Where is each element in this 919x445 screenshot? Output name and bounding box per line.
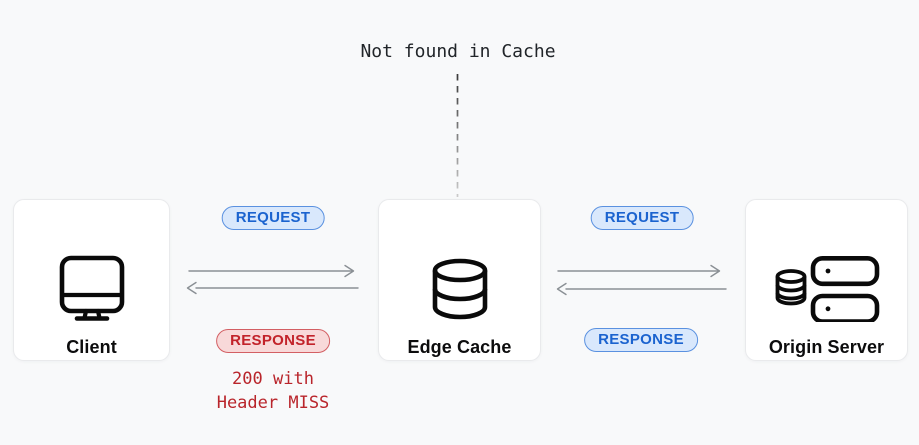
response-status-note-line1: 200 with <box>232 369 314 389</box>
response-badge-origin-edge: RESPONSE <box>584 328 698 352</box>
monitor-icon <box>59 255 124 321</box>
request-badge-client-edge: REQUEST <box>221 206 325 230</box>
server-rack-icon <box>775 256 879 322</box>
response-arrow-edge-to-client <box>186 281 359 295</box>
response-badge-edge-client: RESPONSE <box>216 329 330 353</box>
request-arrow-edge-to-origin <box>557 264 721 278</box>
node-origin-server: Origin Server <box>745 199 908 361</box>
database-icon <box>432 258 487 320</box>
response-status-note: 200 with Header MISS <box>217 367 330 415</box>
origin-server-label: Origin Server <box>768 337 885 357</box>
response-status-note-line2: Header MISS <box>216 393 330 413</box>
client-label: Client <box>66 337 117 357</box>
edge-cache-label: Edge Cache <box>407 337 512 357</box>
node-edge-cache: Edge Cache <box>378 199 541 361</box>
request-arrow-client-to-edge <box>188 264 355 278</box>
node-client: Client <box>13 199 170 361</box>
not-found-in-cache-label: Not found in Cache <box>360 41 556 62</box>
response-arrow-origin-to-edge <box>556 282 727 296</box>
request-badge-edge-origin: REQUEST <box>590 206 694 230</box>
